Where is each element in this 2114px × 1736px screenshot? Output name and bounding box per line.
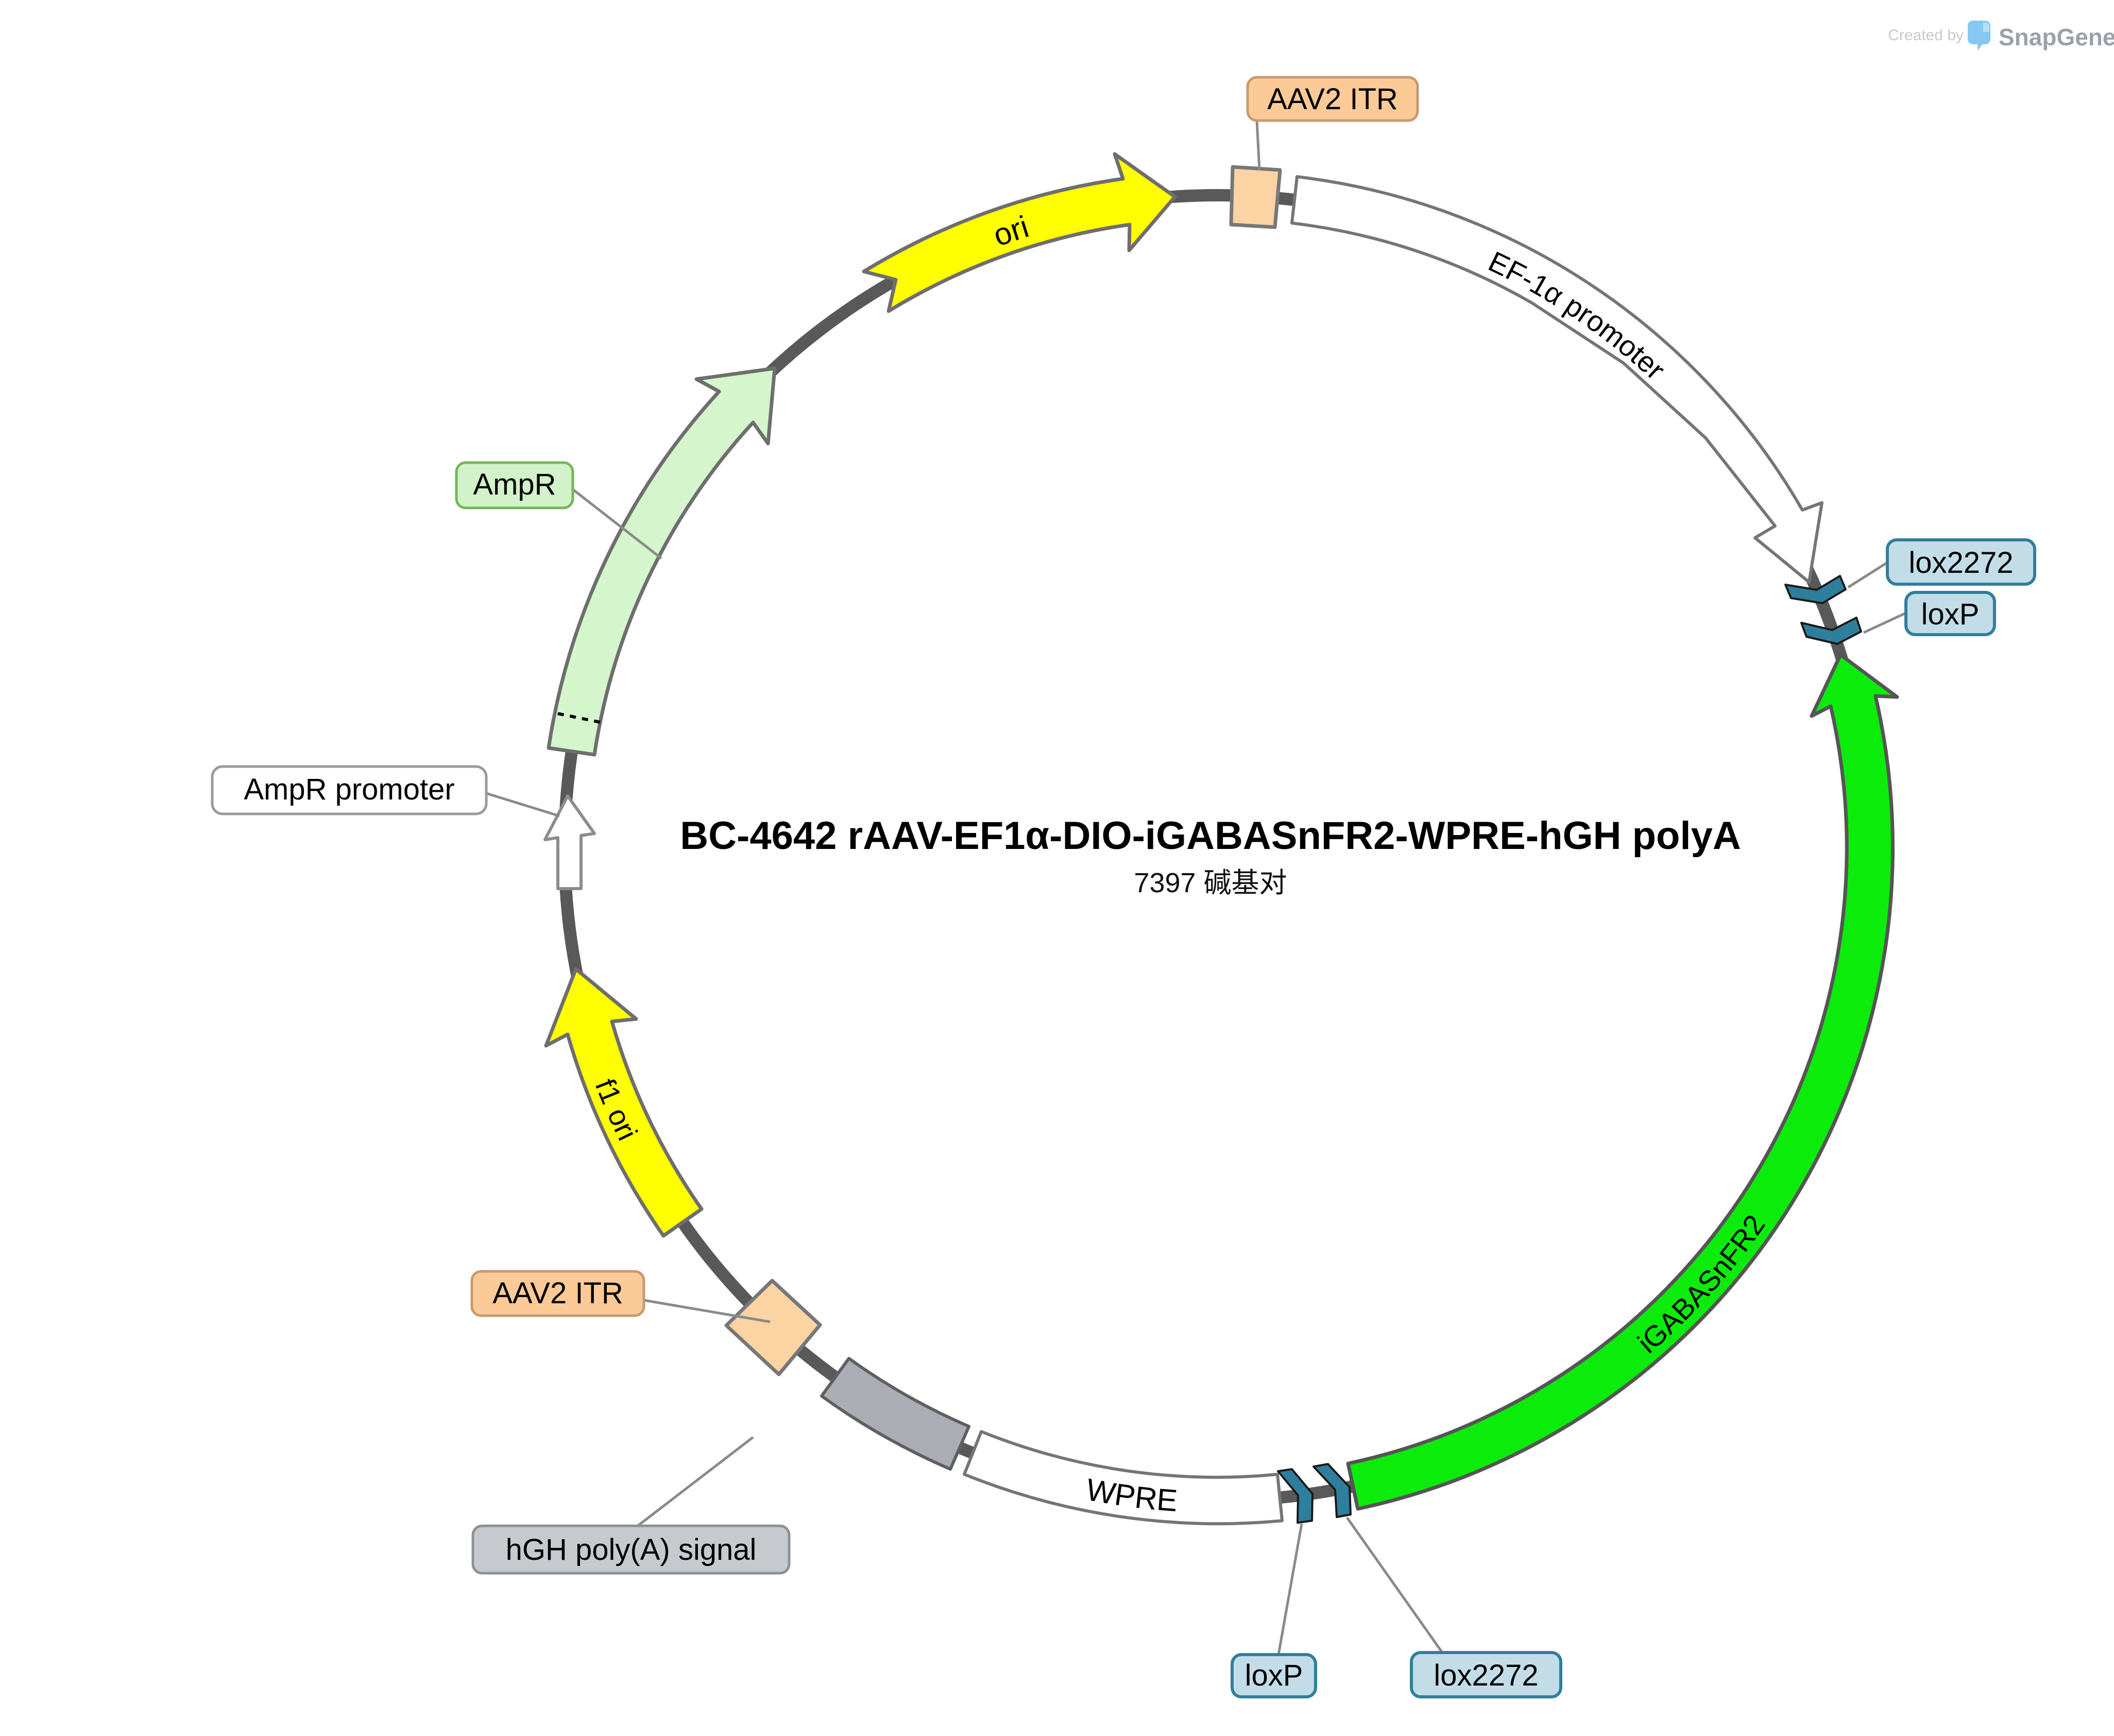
callout-loxp-right-box[interactable] [1904, 591, 1996, 636]
callout-lox2272-right-box[interactable] [1886, 538, 2036, 586]
callout-loxp-bottom-box[interactable] [1231, 1653, 1317, 1698]
callout-aav2-itr-top[interactable]: AAV2 ITR [1246, 76, 1419, 122]
leader-ampr [572, 488, 662, 559]
callout-ampr[interactable]: AmpR [455, 461, 574, 509]
ef1a-arc-label-text: EF-1α promoter [1484, 245, 1672, 386]
igabasnfr2-arc-label: iGABASnFR2 [1631, 1209, 1771, 1359]
credit: Created by SnapGene [1888, 21, 2114, 50]
callout-loxp-right-text: loxP [1921, 598, 1980, 631]
leader-loxp-right [1863, 611, 1907, 634]
callout-hgh-polya[interactable]: hGH poly(A) signal [471, 1524, 791, 1575]
feature-ef1a-promoter-arrow[interactable] [1290, 175, 1823, 584]
callout-hgh-polya-box[interactable] [471, 1524, 791, 1575]
feature-wpre-box[interactable] [963, 1430, 1284, 1525]
leader-loxp-bottom [1277, 1523, 1303, 1655]
leader-aav2-itr-top [1255, 120, 1261, 171]
snapgene-logo-icon-accent [1983, 23, 1989, 32]
leader-ampr-promoter [486, 792, 560, 818]
callout-ampr-promoter[interactable]: AmpR promoter [211, 765, 488, 815]
callout-lox2272-bottom-text: lox2272 [1434, 1659, 1538, 1692]
leader-lox2272-right [1847, 561, 1888, 589]
feature-f1-ori-arrow[interactable] [544, 967, 704, 1238]
feature-igabasnfr2-arrow[interactable] [1346, 653, 1899, 1511]
callout-hgh-polya-text: hGH poly(A) signal [506, 1533, 757, 1567]
credit-brand-text: SnapGene [1999, 24, 2114, 50]
credit-created-by: Created by [1888, 27, 1964, 44]
ampr-dashed-boundary [554, 711, 601, 724]
callout-aav2-itr-left[interactable]: AAV2 ITR [470, 1270, 645, 1317]
callout-ampr-promoter-text: AmpR promoter [244, 773, 454, 806]
feature-ampr-arrow[interactable] [547, 366, 777, 757]
feature-hgh-polya-box[interactable] [820, 1357, 970, 1471]
igabasnfr2-arc-label-text: iGABASnFR2 [1631, 1209, 1771, 1359]
leader-aav2-itr-left [643, 1299, 771, 1323]
feature-lox2272-right-marker[interactable] [1784, 575, 1847, 604]
feature-aav2-itr-top-box[interactable] [1229, 165, 1282, 229]
callout-aav2-itr-left-box[interactable] [470, 1270, 645, 1317]
feature-ampr-promoter-arrow[interactable] [543, 794, 596, 890]
callout-ampr-promoter-box[interactable] [211, 765, 488, 815]
plasmid-title: BC-4642 rAAV-EF1α-DIO-iGABASnFR2-WPRE-hG… [680, 814, 1741, 858]
feature-loxp-right-marker[interactable] [1800, 617, 1862, 645]
feature-ori-arrow[interactable] [862, 152, 1177, 313]
callout-lox2272-right-text: lox2272 [1908, 546, 2013, 580]
leader-lox2272-bottom [1345, 1517, 1444, 1654]
callout-lox2272-right[interactable]: lox2272 [1886, 538, 2036, 586]
feature-aav2-itr-left-box[interactable] [724, 1279, 822, 1376]
callout-aav2-itr-top-text: AAV2 ITR [1267, 82, 1398, 116]
leader-hgh-polya [637, 1436, 754, 1527]
callout-loxp-right[interactable]: loxP [1904, 591, 1996, 636]
plasmid-size-label: 7397 碱基对 [1134, 867, 1287, 898]
callout-aav2-itr-top-box[interactable] [1246, 76, 1419, 122]
callout-ampr-box[interactable] [455, 461, 574, 509]
callout-ampr-text: AmpR [473, 468, 556, 501]
feature-lox2272-bottom-marker[interactable] [1312, 1463, 1352, 1518]
callout-lox2272-bottom[interactable]: lox2272 [1410, 1651, 1562, 1698]
callout-loxp-bottom-text: loxP [1245, 1659, 1303, 1692]
callout-aav2-itr-left-text: AAV2 ITR [492, 1277, 623, 1310]
ef1a-promoter-arc-label: EF-1α promoter [1484, 245, 1672, 386]
callout-lox2272-bottom-box[interactable] [1410, 1651, 1562, 1698]
callout-loxp-bottom[interactable]: loxP [1231, 1653, 1317, 1698]
feature-loxp-bottom-marker[interactable] [1277, 1468, 1314, 1524]
